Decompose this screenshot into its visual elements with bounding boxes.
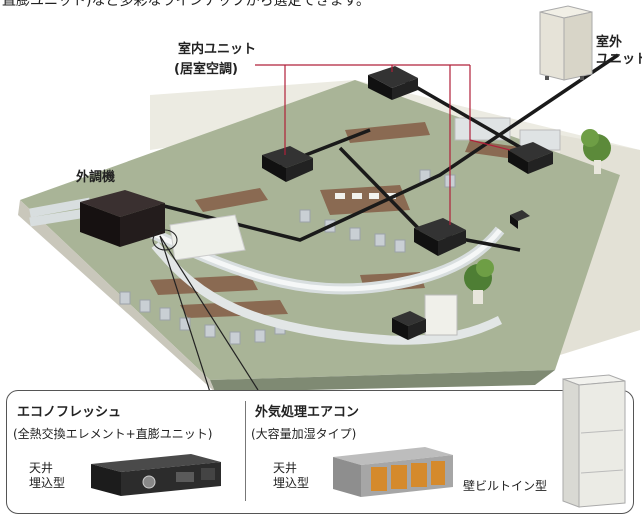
unit-options-panel: エコノフレッシュ (全熱交換エレメント+直膨ユニット) 天井 埋込型 外気処理エ… — [6, 374, 634, 514]
supply-duct-highlight — [148, 228, 502, 292]
econofresh-subtitle: (全熱交換エレメント+直膨ユニット) — [13, 427, 213, 441]
indoor-units — [262, 66, 553, 340]
header-line: 直膨ユニット)など多彩なラインナップから選定できます。 — [2, 0, 371, 9]
callout-lines — [159, 235, 259, 393]
indoor-unit-label: 室内ユニット — [178, 42, 257, 57]
econofresh-unit-image — [91, 454, 221, 496]
external-unit-label: 外調機 — [76, 170, 116, 185]
panel-divider — [245, 401, 246, 501]
left-wall — [18, 200, 215, 392]
outdoor-air-ac-subtitle: (大容量加湿タイプ) — [251, 427, 357, 441]
outdoor-air-ac-mount-label: 天井 埋込型 — [273, 461, 310, 490]
indoor-unit-sublabel: (居室空調) — [174, 62, 238, 77]
partition — [169, 214, 246, 261]
floor-edge — [210, 370, 555, 392]
wall-builtin-label: 壁ビルトイン型 — [463, 479, 548, 493]
outdoor-unit — [539, 5, 593, 81]
econofresh-title: エコノフレッシュ — [17, 405, 122, 420]
plants — [464, 129, 611, 304]
econofresh-mount-label: 天井 埋込型 — [29, 461, 66, 490]
outdoor-unit-label: 室外 ユニット — [596, 35, 642, 67]
callout-ring — [152, 229, 178, 251]
outdoor-air-ac-title: 外気処理エアコン — [255, 405, 360, 420]
leader-lines — [255, 64, 511, 225]
return-duct — [151, 242, 503, 345]
wall-builtin-unit-image — [562, 374, 626, 508]
cabinet — [424, 294, 458, 336]
outdoor-air-ac-unit-image — [333, 447, 453, 497]
